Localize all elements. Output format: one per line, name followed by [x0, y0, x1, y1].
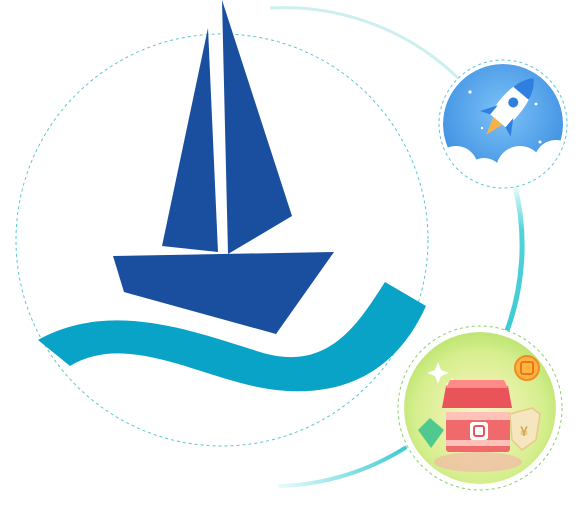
gem-icon [418, 418, 444, 448]
dashed-ring [15, 33, 429, 447]
svg-text:¥: ¥ [520, 423, 528, 439]
yen-shield-icon: ¥ [509, 407, 541, 451]
treasure-chest-badge[interactable]: ¥ [397, 325, 563, 491]
rocket-badge[interactable] [434, 59, 578, 200]
rocket-icon [479, 77, 534, 137]
sailboat-logo-icon [38, 0, 426, 392]
orbit-arc [269, 6, 525, 488]
treasure-chest-icon [434, 380, 522, 472]
coin-icon [514, 355, 540, 381]
